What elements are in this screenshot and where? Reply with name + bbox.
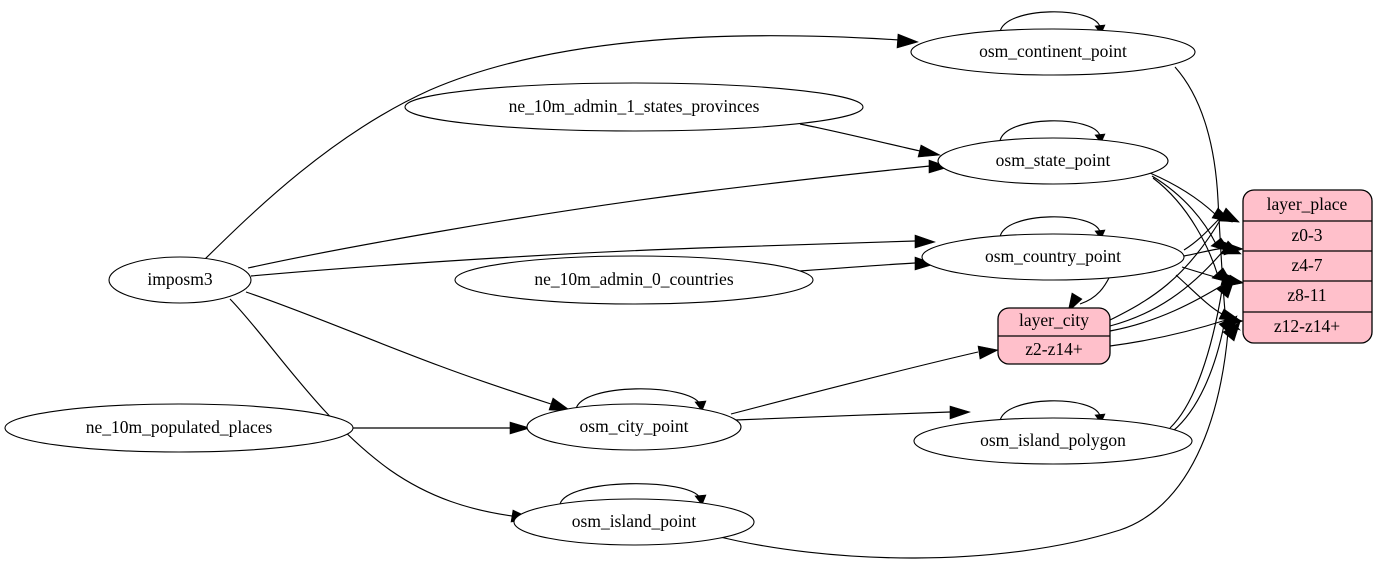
self-loop-osm-island-polygon bbox=[999, 400, 1101, 422]
arrowhead bbox=[1067, 292, 1083, 313]
edge-ne-states-to-osm-state-point bbox=[799, 123, 921, 152]
node-osm-island-polygon-shape[interactable] bbox=[913, 417, 1193, 465]
arrowhead bbox=[914, 234, 936, 249]
node-osm-country-point-label: osm_country_point bbox=[985, 246, 1121, 266]
arrowhead bbox=[1218, 207, 1240, 223]
edge-osm-state-point-to-layer-place-z811 bbox=[1152, 177, 1219, 277]
arrowhead bbox=[1216, 279, 1235, 299]
self-loop-osm-city-point bbox=[575, 388, 701, 410]
edge-osm-country-point-to-layer-place-z03 bbox=[1183, 215, 1223, 251]
edge-layer-city-to-layer-place-z03 bbox=[1109, 216, 1223, 321]
node-osm-island-polygon-label: osm_island_polygon bbox=[980, 430, 1126, 450]
arrowhead bbox=[694, 494, 707, 506]
edge-osm-city-point-to-osm-island-polygon bbox=[734, 411, 951, 421]
node-osm-continent-point[interactable]: osm_continent_point bbox=[910, 28, 1196, 76]
node-layer-city[interactable]: layer_city z2-z14+ bbox=[997, 307, 1111, 365]
node-osm-island-point[interactable]: osm_island_point bbox=[513, 498, 755, 546]
node-osm-island-point-shape[interactable] bbox=[513, 498, 755, 546]
node-ne-10m-admin-1-states-provinces-shape[interactable] bbox=[404, 82, 864, 132]
edge-osm-city-point-to-layer-city bbox=[730, 351, 979, 415]
arrowhead bbox=[977, 345, 999, 360]
edge-osm-state-point-to-layer-place-z03 bbox=[1149, 172, 1216, 215]
node-layer-place-row-z8-11[interactable]: z8-11 bbox=[1287, 285, 1326, 305]
node-layer-place-row-z12-z14[interactable]: z12-z14+ bbox=[1274, 316, 1340, 336]
node-osm-island-point-label: osm_island_point bbox=[572, 511, 697, 531]
arrowhead bbox=[949, 405, 971, 420]
node-osm-state-point-label: osm_state_point bbox=[996, 150, 1111, 170]
arrowhead bbox=[917, 144, 942, 158]
node-osm-state-point[interactable]: osm_state_point bbox=[937, 137, 1169, 185]
node-ne-10m-populated-places-shape[interactable] bbox=[4, 403, 354, 453]
edge-osm-continent-point-to-layer-place-z12 bbox=[1174, 66, 1227, 323]
record-node-layer: layer_city z2-z14+ layer_place z0-3 z4-7… bbox=[997, 189, 1373, 365]
node-imposm3-label: imposm3 bbox=[147, 269, 212, 289]
edge-layer-city-to-layer-place-z811 bbox=[1109, 282, 1227, 332]
edge-layer-city-to-layer-place-z47 bbox=[1109, 249, 1225, 327]
self-loop-osm-country-point bbox=[999, 216, 1101, 238]
edge-osm-country-point-to-layer-place-z47 bbox=[1183, 247, 1225, 257]
edge-imposm3-to-osm-island-point bbox=[229, 298, 513, 517]
node-osm-city-point[interactable]: osm_city_point bbox=[526, 403, 742, 451]
node-osm-island-polygon[interactable]: osm_island_polygon bbox=[913, 417, 1193, 465]
node-imposm3-shape[interactable] bbox=[108, 256, 252, 304]
node-layer-place-row-z4-7[interactable]: z4-7 bbox=[1291, 255, 1322, 275]
node-layer-place-title: layer_place bbox=[1267, 194, 1348, 214]
node-osm-city-point-shape[interactable] bbox=[526, 403, 742, 451]
edge-imposm3-to-osm-state-point bbox=[247, 165, 931, 269]
ellipse-node-layer: imposm3 ne_10m_populated_places ne_10m_a… bbox=[4, 28, 1196, 546]
node-layer-place[interactable]: layer_place z0-3 z4-7 z8-11 z12-z14+ bbox=[1242, 189, 1373, 344]
node-ne-10m-admin-0-countries[interactable]: ne_10m_admin_0_countries bbox=[454, 255, 814, 305]
edge-imposm3-to-osm-country-point bbox=[250, 240, 916, 277]
self-loop-osm-state-point bbox=[999, 120, 1101, 142]
edge-layer bbox=[202, 11, 1244, 559]
arrowhead bbox=[1218, 315, 1238, 335]
edge-osm-island-polygon-to-layer-place-z12 bbox=[1172, 324, 1225, 432]
arrowhead bbox=[896, 33, 919, 49]
edge-osm-island-point-to-layer-place-z12 bbox=[711, 331, 1229, 559]
arrowhead bbox=[1094, 133, 1106, 144]
edge-osm-state-point-to-layer-place-z47 bbox=[1151, 175, 1217, 245]
node-layer-city-title: layer_city bbox=[1019, 310, 1089, 330]
edge-osm-country-point-to-layer-city bbox=[1079, 275, 1111, 305]
arrowhead bbox=[694, 400, 707, 412]
node-osm-city-point-label: osm_city_point bbox=[580, 416, 689, 436]
self-loop-osm-island-point bbox=[559, 483, 701, 505]
edge-imposm3-to-osm-city-point bbox=[245, 291, 552, 405]
node-osm-country-point-shape[interactable] bbox=[921, 233, 1185, 281]
node-ne-10m-populated-places-label: ne_10m_populated_places bbox=[86, 417, 273, 437]
node-osm-country-point[interactable]: osm_country_point bbox=[921, 233, 1185, 281]
node-layer-place-row-z0-3[interactable]: z0-3 bbox=[1291, 225, 1322, 245]
node-osm-continent-point-shape[interactable] bbox=[910, 28, 1196, 76]
edge-osm-country-point-to-layer-place-z12 bbox=[1175, 274, 1223, 315]
self-loop-osm-continent-point bbox=[999, 11, 1101, 33]
node-imposm3[interactable]: imposm3 bbox=[108, 256, 252, 304]
node-osm-state-point-shape[interactable] bbox=[937, 137, 1169, 185]
node-ne-10m-admin-1-states-provinces[interactable]: ne_10m_admin_1_states_provinces bbox=[404, 82, 864, 132]
edge-ne-countries-to-osm-country-point bbox=[799, 262, 916, 272]
edge-imposm3-to-osm-continent-point bbox=[202, 35, 901, 262]
node-ne-10m-admin-0-countries-shape[interactable] bbox=[454, 255, 814, 305]
node-layer-city-row-z2-z14[interactable]: z2-z14+ bbox=[1025, 339, 1083, 359]
arrowhead bbox=[509, 421, 532, 435]
edge-layer-city-to-layer-place-z12 bbox=[1109, 319, 1227, 347]
edge-osm-island-polygon-to-layer-place-z811 bbox=[1169, 289, 1223, 429]
node-ne-10m-admin-0-countries-label: ne_10m_admin_0_countries bbox=[534, 269, 733, 289]
node-ne-10m-populated-places[interactable]: ne_10m_populated_places bbox=[4, 403, 354, 453]
arrowhead bbox=[1222, 321, 1241, 342]
node-osm-continent-point-label: osm_continent_point bbox=[979, 41, 1127, 61]
node-layer-place-box[interactable] bbox=[1242, 189, 1373, 344]
node-ne-10m-admin-1-states-provinces-label: ne_10m_admin_1_states_provinces bbox=[509, 96, 760, 116]
arrowhead bbox=[1220, 240, 1242, 255]
